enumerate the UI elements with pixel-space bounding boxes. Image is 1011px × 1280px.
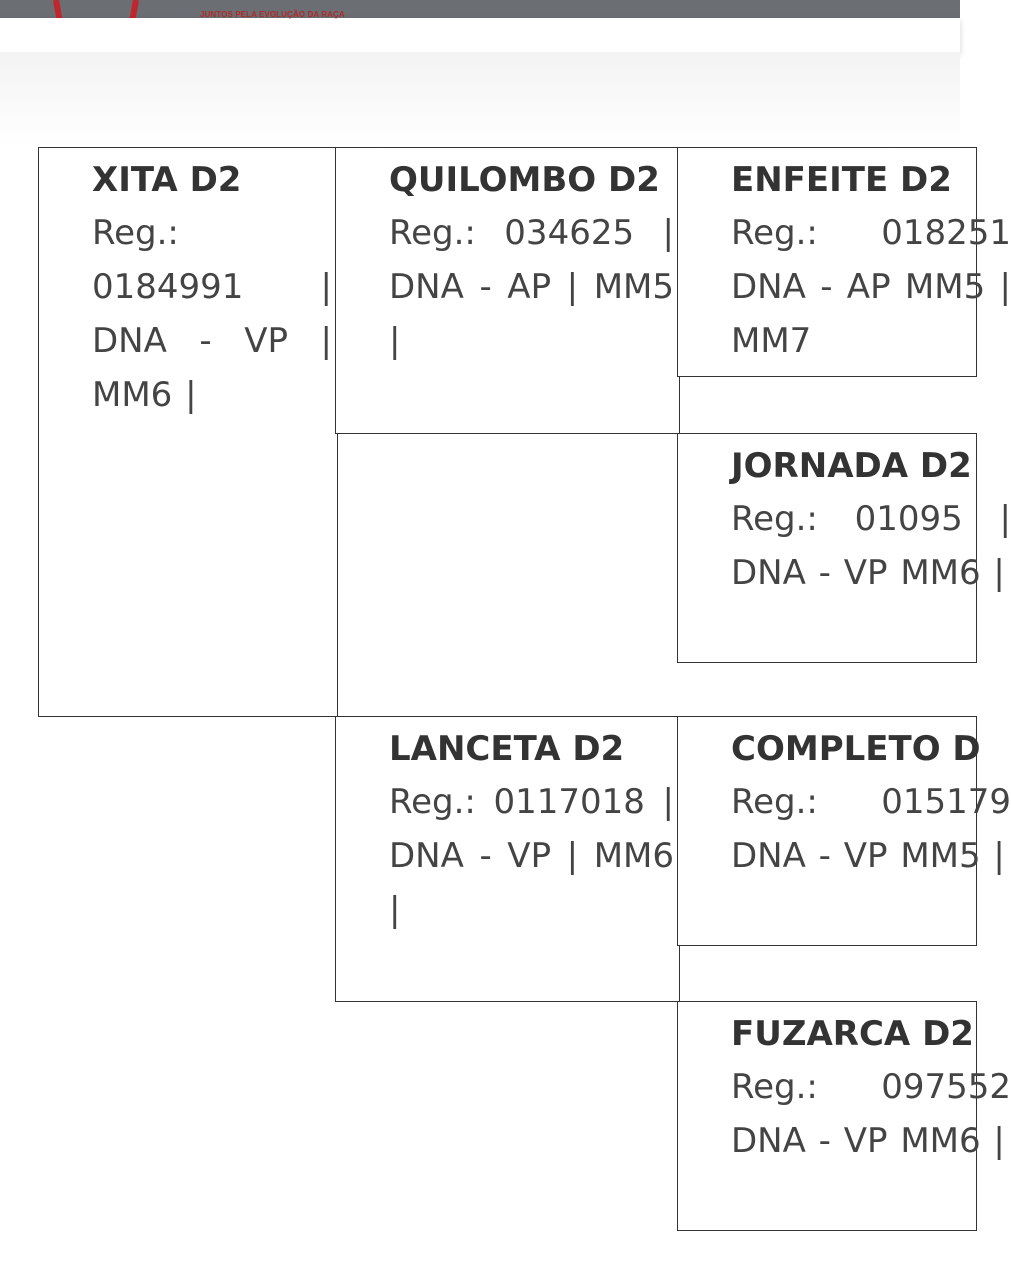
sire-dam-name: JORNADA D2	[731, 446, 972, 486]
dam-dam-name: FUZARCA D2	[731, 1014, 974, 1054]
pedigree-box-sire-sire[interactable]: ENFEITE D2 Reg.: 018251 DNA - AP MM5 | M…	[677, 147, 1011, 377]
pedigree-box-sire[interactable]: QUILOMBO D2 Reg.: 034625 | DNA - AP | MM…	[335, 147, 680, 434]
sire-dam-info: Reg.: 01095 | DNA - VP MM6 |	[731, 499, 1011, 593]
dam-info: Reg.: 0117018 | DNA - VP | MM6 |	[389, 782, 674, 930]
animal-info: Reg.: 0184991 | DNA - VP | MM6 |	[92, 213, 332, 415]
animal-name: XITA D2	[92, 160, 242, 200]
pedigree-box-animal[interactable]: XITA D2 Reg.: 0184991 | DNA - VP | MM6 |	[38, 147, 338, 717]
site-header: JUNTOS PELA EVOLUÇÃO DA RAÇA	[0, 10, 960, 52]
pedigree-box-dam-sire[interactable]: COMPLETO D Reg.: 015179 DNA - VP MM5 |	[677, 716, 1011, 946]
pedigree-box-dam[interactable]: LANCETA D2 Reg.: 0117018 | DNA - VP | MM…	[335, 716, 680, 1002]
pedigree-box-dam-dam[interactable]: FUZARCA D2 Reg.: 097552 DNA - VP MM6 |	[677, 1001, 1011, 1231]
site-header-bar	[0, 0, 960, 31]
dam-sire-name: COMPLETO D	[731, 729, 981, 769]
dam-name: LANCETA D2	[389, 729, 625, 769]
sire-sire-info: Reg.: 018251 DNA - AP MM5 | MM7	[731, 213, 1011, 361]
dam-dam-info: Reg.: 097552 DNA - VP MM6 |	[731, 1067, 1011, 1161]
pedigree-page: JUNTOS PELA EVOLUÇÃO DA RAÇA XITA D2 Reg…	[0, 0, 1011, 1231]
header-shadow	[0, 52, 960, 148]
dam-sire-info: Reg.: 015179 DNA - VP MM5 |	[731, 782, 1011, 876]
sire-info: Reg.: 034625 | DNA - AP | MM5 |	[389, 213, 674, 361]
header-tagline: JUNTOS PELA EVOLUÇÃO DA RAÇA	[200, 10, 345, 19]
pedigree-box-sire-dam[interactable]: JORNADA D2 Reg.: 01095 | DNA - VP MM6 |	[677, 433, 1011, 663]
sire-name: QUILOMBO D2	[389, 160, 660, 200]
sire-sire-name: ENFEITE D2	[731, 160, 952, 200]
